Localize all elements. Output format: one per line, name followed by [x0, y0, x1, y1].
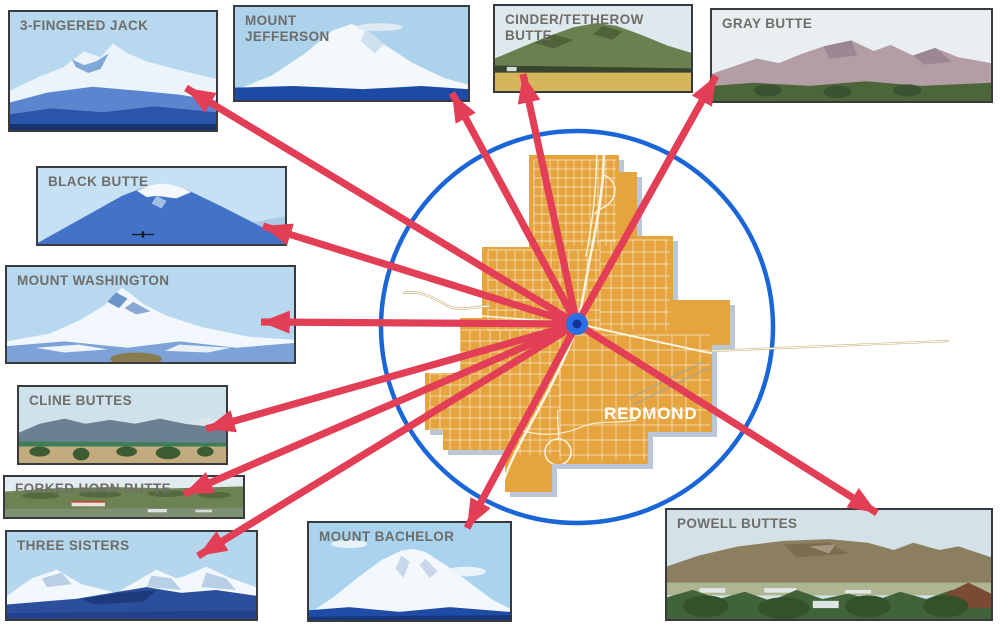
photo-label-gray-butte: GRAY BUTTE	[722, 16, 813, 31]
photo-three-sisters: THREE SISTERS	[5, 530, 258, 621]
photo-mount-bachelor: MOUNT BACHELOR	[307, 521, 512, 622]
photo-black-butte: BLACK BUTTE	[36, 166, 287, 246]
photo-scene-three-fingered-jack	[10, 12, 216, 130]
photo-label-powell-buttes: POWELL BUTTES	[677, 516, 798, 531]
photo-forked-horn-butte: FORKED HORN BUTTE	[3, 475, 245, 519]
photo-scene-three-sisters	[7, 532, 256, 619]
east-outside-road-core	[711, 340, 949, 352]
photo-cline-buttes: CLINE BUTTES	[17, 385, 228, 465]
photo-label-forked-horn-butte: FORKED HORN BUTTE	[15, 481, 172, 496]
west-outside-road	[402, 291, 491, 310]
photo-label-three-sisters: THREE SISTERS	[17, 538, 130, 553]
photo-gray-butte: GRAY BUTTE	[710, 8, 993, 103]
photo-scene-powell-buttes	[667, 510, 991, 619]
photo-three-fingered-jack: 3-FINGERED JACK	[8, 10, 218, 132]
map-city-label: REDMOND	[604, 404, 697, 423]
photo-label-cline-buttes: CLINE BUTTES	[29, 393, 133, 408]
photo-powell-buttes: POWELL BUTTES	[665, 508, 993, 621]
photo-label-mount-washington: MOUNT WASHINGTON	[17, 273, 170, 288]
photo-label-mount-bachelor: MOUNT BACHELOR	[319, 529, 455, 544]
photo-label-black-butte: BLACK BUTTE	[48, 174, 149, 189]
photo-label-three-fingered-jack: 3-FINGERED JACK	[20, 18, 149, 33]
photo-scene-gray-butte	[712, 10, 991, 101]
photo-mount-washington: MOUNT WASHINGTON	[5, 265, 296, 364]
